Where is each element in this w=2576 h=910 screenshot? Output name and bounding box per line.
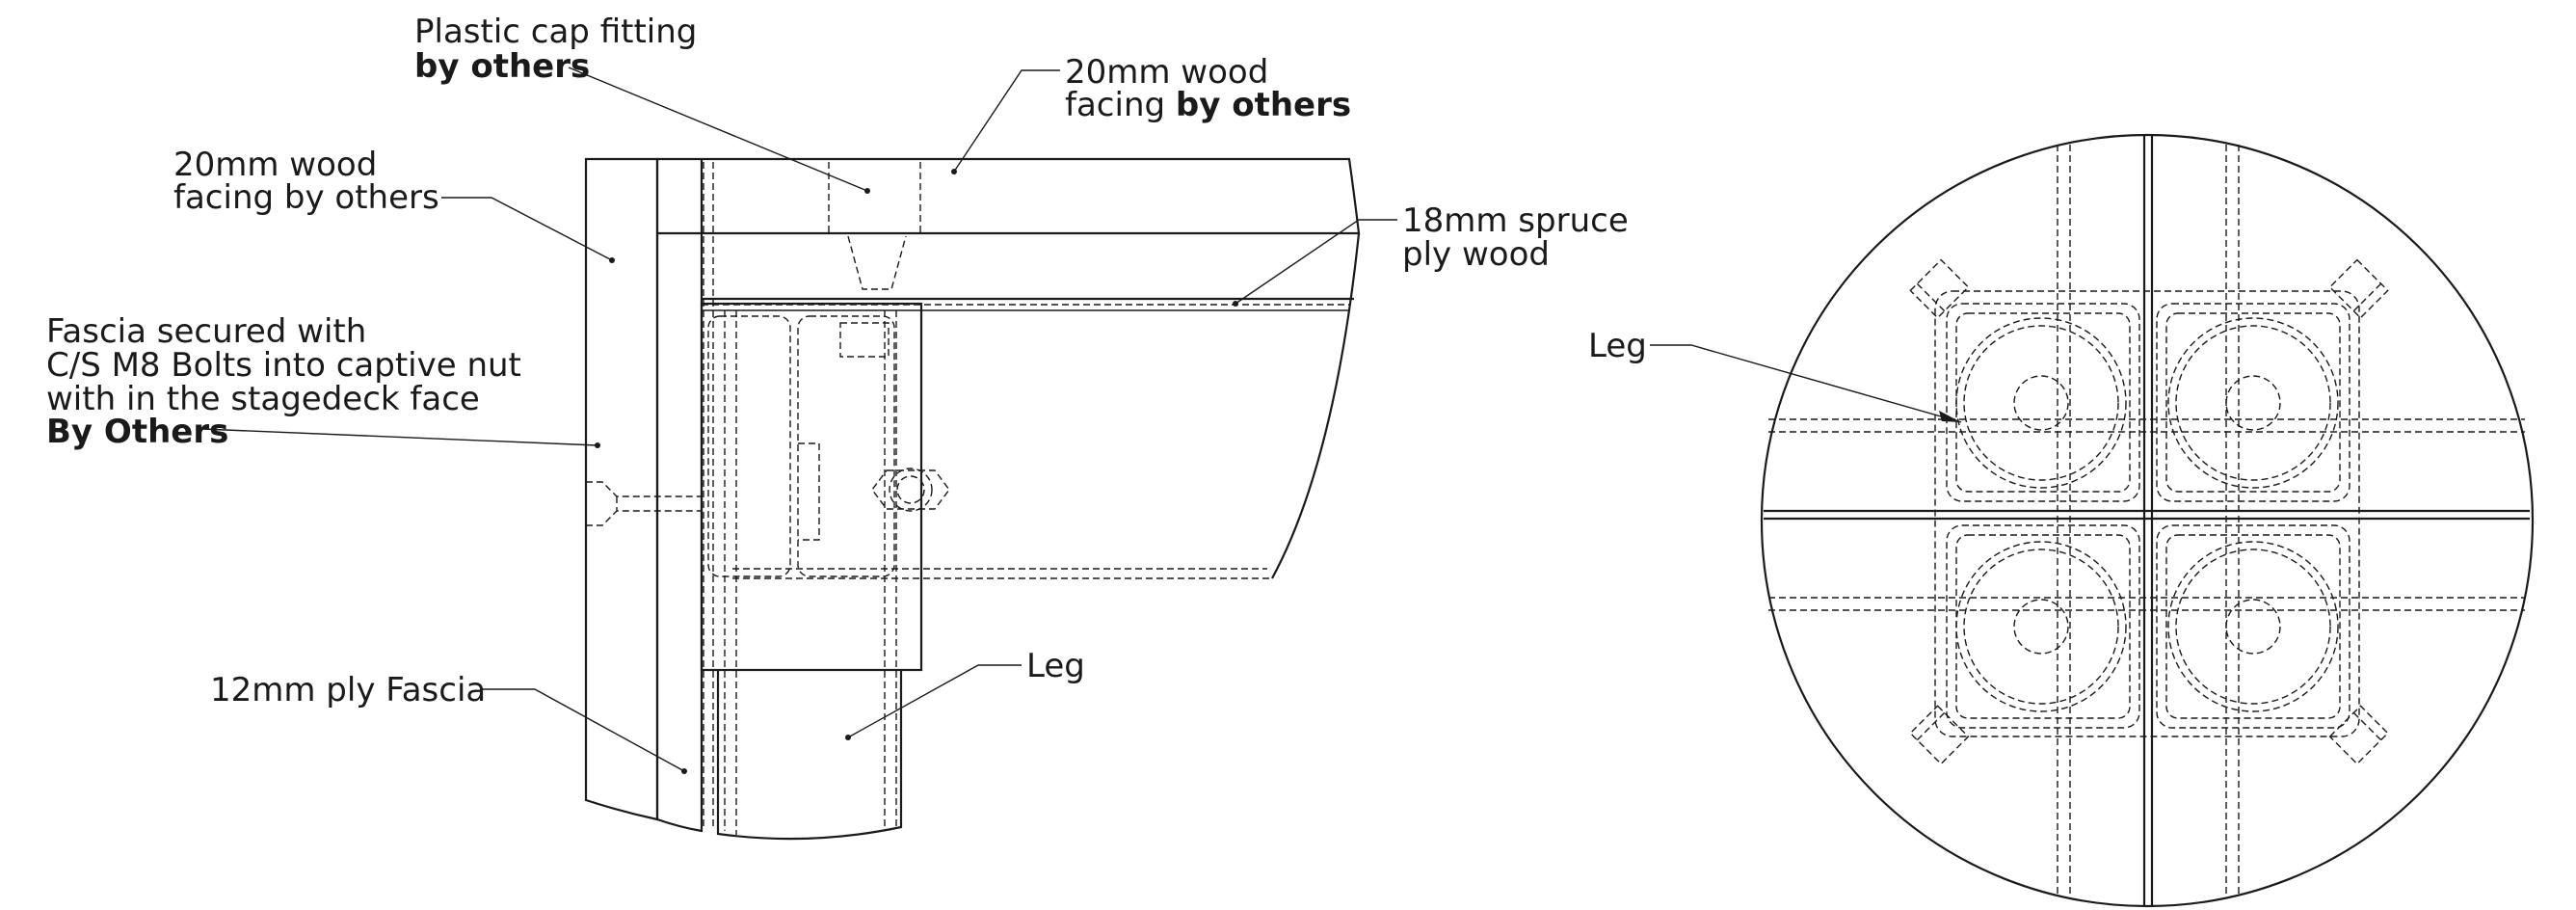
label-fascia-line3: with in the stagedeck face [46,380,480,418]
label-wood-left-line2: facing by others [173,178,439,217]
label-fascia-line1: Fascia secured with [46,312,366,351]
deck-top-facing [657,157,1361,235]
label-fascia-line2: C/S M8 Bolts into captive nut [46,346,521,385]
section-view [201,67,1397,841]
label-ply-fascia: 12mm ply Fascia [210,671,486,709]
plan-outline-circle [1760,133,2535,908]
bolt-nut [871,468,950,512]
label-spruce-line1: 18mm spruce [1402,201,1629,240]
label-wood-top-line2b: by others [1176,86,1351,124]
label-leg-side: Leg [1026,647,1085,685]
label-wood-left-line1: 20mm wood [173,146,377,184]
plan-view [1650,133,2535,908]
leader-lines [201,67,1397,774]
leg-cell-bottom-left [1946,524,2140,729]
leg-cell-top-right [2156,303,2350,502]
wood-facing-board [584,157,659,821]
label-wood-top-line2a: facing [1065,86,1176,124]
leg-cell-bottom-right [2156,524,2350,729]
corner-clip-bottom-left [1909,705,1970,765]
label-wood-top-line2: facing by others [1065,86,1351,124]
corner-clip-top-left [1909,258,1970,319]
leg-cell-top-left [1946,303,2140,502]
label-cap-line2: by others [414,47,590,86]
leg-sleeve [700,302,923,672]
corner-clip-bottom-right [2328,705,2389,765]
label-cap-line1: Plastic cap fitting [414,13,697,51]
ply-fascia-board [655,159,704,833]
leg-section [716,670,903,841]
deck-edge-curve [1271,232,1361,579]
label-fascia-line4: By Others [46,413,228,451]
annotations: Plastic cap fitting by others 20mm wood … [46,13,1647,709]
label-spruce-line2: ply wood [1402,235,1550,274]
label-leg-plan: Leg [1588,327,1647,365]
label-wood-top-line1: 20mm wood [1065,53,1268,92]
